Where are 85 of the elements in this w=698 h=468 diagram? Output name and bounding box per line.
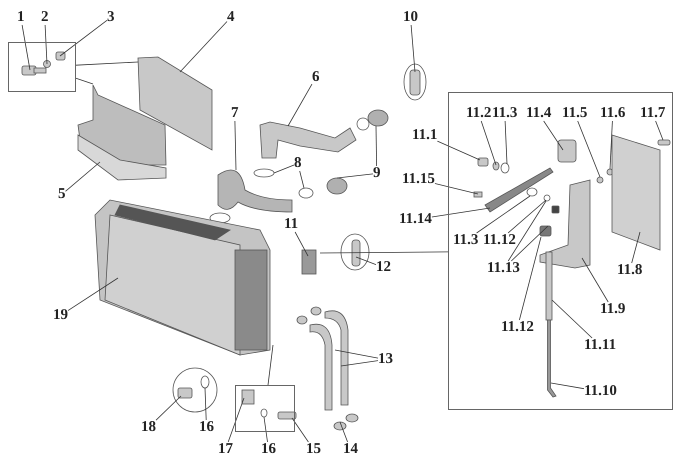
inset-frame — [8, 42, 76, 92]
leader-line — [582, 258, 609, 302]
leader-line — [180, 21, 228, 72]
callout-number: 9 — [373, 166, 380, 181]
leader-line — [340, 422, 348, 442]
callout-number: 11.11 — [584, 338, 616, 353]
leader-line — [340, 360, 378, 366]
leader-line — [264, 416, 268, 442]
callout-number: 10 — [403, 10, 418, 25]
leader-line — [299, 170, 304, 188]
leader-line — [577, 120, 600, 178]
leader-line — [504, 120, 508, 164]
leader-line — [336, 174, 374, 178]
callout-number: 17 — [218, 442, 233, 457]
callout-number: 1 — [17, 10, 24, 25]
leader-line — [476, 196, 530, 234]
leader-line — [552, 300, 592, 338]
leader-line — [376, 126, 377, 166]
callout-number: 5 — [58, 187, 66, 202]
leader-line — [480, 120, 496, 166]
callout-number: 11.3 — [453, 233, 478, 248]
callout-number: 11.5 — [562, 106, 588, 121]
leader-line — [510, 226, 548, 262]
callout-number: 11.13 — [487, 261, 520, 276]
leader-line — [288, 84, 312, 126]
callout-number: 11.7 — [640, 106, 666, 121]
leader-line — [234, 120, 236, 170]
callout-number: 12 — [376, 260, 391, 275]
callout-number: 11.6 — [600, 106, 626, 121]
leader-line — [508, 200, 546, 234]
leader-line — [204, 388, 207, 420]
leader-line — [550, 382, 584, 390]
leader-line — [68, 278, 118, 311]
leader-line — [432, 208, 490, 218]
callout-number: 11.8 — [617, 263, 642, 278]
callout-number: 11.12 — [483, 233, 516, 248]
leader-line — [655, 120, 664, 140]
callout-number: 11.10 — [584, 384, 617, 399]
callout-number: 8 — [294, 156, 302, 171]
leader-line — [610, 120, 613, 170]
leader-line — [508, 200, 546, 262]
callout-number: 11.15 — [402, 172, 435, 187]
callout-number: 7 — [231, 106, 238, 121]
leader-line — [292, 418, 309, 442]
inset-frame — [448, 92, 673, 410]
callout-number: 11.3 — [492, 106, 518, 121]
leader-line — [543, 120, 564, 150]
callout-number: 16 — [199, 420, 214, 435]
callout-number: 11.1 — [412, 128, 438, 143]
leader-line — [228, 398, 244, 442]
inset-frame — [235, 385, 295, 432]
callout-number: 6 — [312, 70, 320, 85]
leader-line — [356, 256, 376, 265]
leader-line — [434, 183, 478, 194]
callout-number: 3 — [107, 10, 114, 25]
callout-number: 19 — [53, 308, 68, 323]
leader-line — [320, 252, 448, 254]
callout-number: 15 — [306, 442, 321, 457]
leader-line — [22, 24, 30, 70]
leader-line — [274, 164, 294, 174]
callout-number: 11 — [284, 217, 298, 232]
leader-line — [268, 344, 274, 386]
leader-line — [519, 236, 542, 320]
leader-line — [334, 350, 378, 358]
callout-number: 2 — [41, 10, 48, 25]
leader-line — [60, 20, 108, 56]
leader-line — [65, 162, 100, 192]
leader-line — [437, 140, 480, 160]
leader-line — [294, 232, 308, 256]
callout-number: 18 — [141, 420, 156, 435]
callout-number: 4 — [227, 10, 234, 25]
callout-number: 11.4 — [526, 106, 552, 121]
callout-number: 13 — [378, 352, 393, 367]
callout-number: 11.9 — [600, 302, 626, 317]
leader-line — [410, 24, 416, 72]
leader-line — [631, 232, 640, 264]
leader-line — [156, 396, 182, 421]
callout-number: 14 — [343, 442, 358, 457]
callout-number: 11.12 — [501, 320, 534, 335]
leader-line — [44, 24, 48, 64]
callout-number: 11.2 — [466, 106, 492, 121]
leader-line — [76, 78, 94, 84]
leader-line — [76, 62, 138, 66]
callout-number: 16 — [261, 442, 276, 457]
callout-number: 11.14 — [399, 212, 432, 227]
